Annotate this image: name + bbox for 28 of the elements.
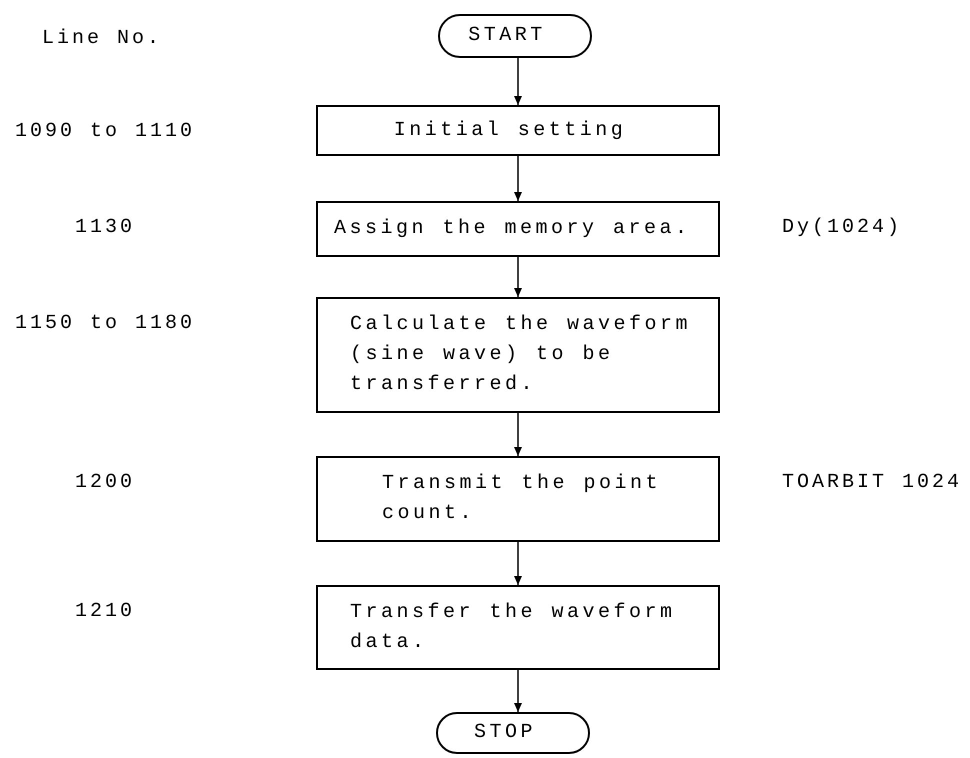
line-number: 1090 to 1110 [14, 119, 196, 145]
step-text: STOP [474, 720, 537, 746]
process-box [316, 201, 720, 257]
step-text: START [468, 23, 547, 49]
process-box [316, 297, 720, 413]
step-text: Calculate the waveform (sine wave) to be transferred. [350, 312, 692, 398]
step-text: Initial setting [394, 118, 628, 144]
arrow [514, 58, 522, 105]
terminal-box [436, 712, 590, 754]
process-box [316, 105, 720, 156]
line-number: 1150 to 1180 [14, 311, 196, 337]
process-box [316, 456, 720, 542]
step-text: Transfer the waveform data. [350, 600, 677, 656]
note: Dy(1024) [782, 215, 902, 241]
arrow [514, 156, 522, 201]
arrow [514, 670, 522, 712]
step-text: Transmit the point count. [382, 471, 662, 527]
process-box [316, 585, 720, 670]
step-text: Assign the memory area. [334, 216, 692, 242]
terminal-box [438, 14, 592, 58]
arrow [514, 413, 522, 456]
line-number: 1130 [74, 215, 136, 241]
column-heading: Line No. [42, 26, 162, 52]
line-number: 1210 [74, 599, 136, 625]
arrow [514, 257, 522, 297]
arrow [514, 542, 522, 585]
line-number: 1200 [74, 470, 136, 496]
note: TOARBIT 1024 [782, 470, 962, 496]
